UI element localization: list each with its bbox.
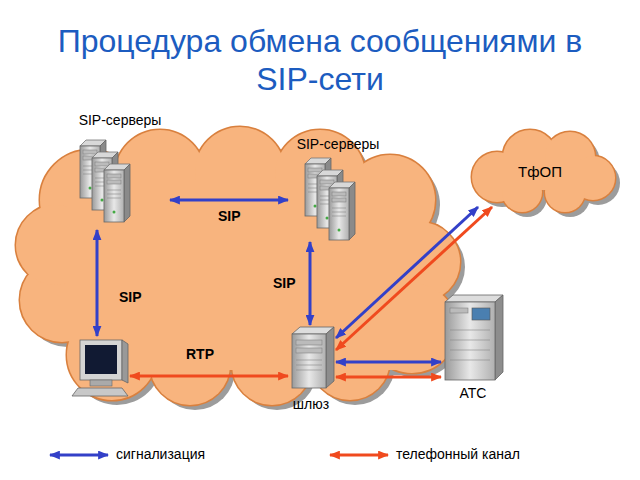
signalling-link xyxy=(336,207,478,338)
edge-label: SIP xyxy=(273,275,296,292)
sip-link xyxy=(96,230,99,336)
diagram-title: Процедура обмена сообщениями в SIP-сети xyxy=(40,22,600,98)
phone-channel xyxy=(336,376,441,379)
legend-sample xyxy=(330,454,388,457)
computer-icon xyxy=(72,340,128,396)
phone-channel xyxy=(336,207,492,350)
node-label: SIP-серверы xyxy=(297,136,380,153)
server-group xyxy=(80,140,130,222)
link-label: RTP xyxy=(186,346,214,363)
gateway-icon xyxy=(292,327,334,388)
signalling-link xyxy=(336,361,441,364)
ats-node: АТС xyxy=(441,292,505,402)
gateway-node: шлюз xyxy=(286,325,336,413)
node-label: АТС xyxy=(460,385,487,402)
legend-text: телефонный канал xyxy=(396,446,520,463)
rtp-link xyxy=(130,375,288,378)
edge-label: SIP xyxy=(218,208,241,225)
server-group xyxy=(305,158,355,240)
pstn-cloud: ТфОП xyxy=(470,135,610,207)
signalling-link xyxy=(309,242,312,325)
signalling-link xyxy=(170,199,288,202)
server-group-node: SIP-серверы xyxy=(288,136,388,242)
server-group-node: SIP-серверы xyxy=(70,112,170,230)
node-label: шлюз xyxy=(293,396,329,413)
ats-cabinet xyxy=(445,295,503,380)
node-label: ТфОП xyxy=(518,163,562,180)
legend-sample xyxy=(50,454,108,457)
legend-text: сигнализация xyxy=(116,446,205,463)
node-label: SIP-серверы xyxy=(79,112,162,129)
link-label: SIP xyxy=(119,289,142,306)
